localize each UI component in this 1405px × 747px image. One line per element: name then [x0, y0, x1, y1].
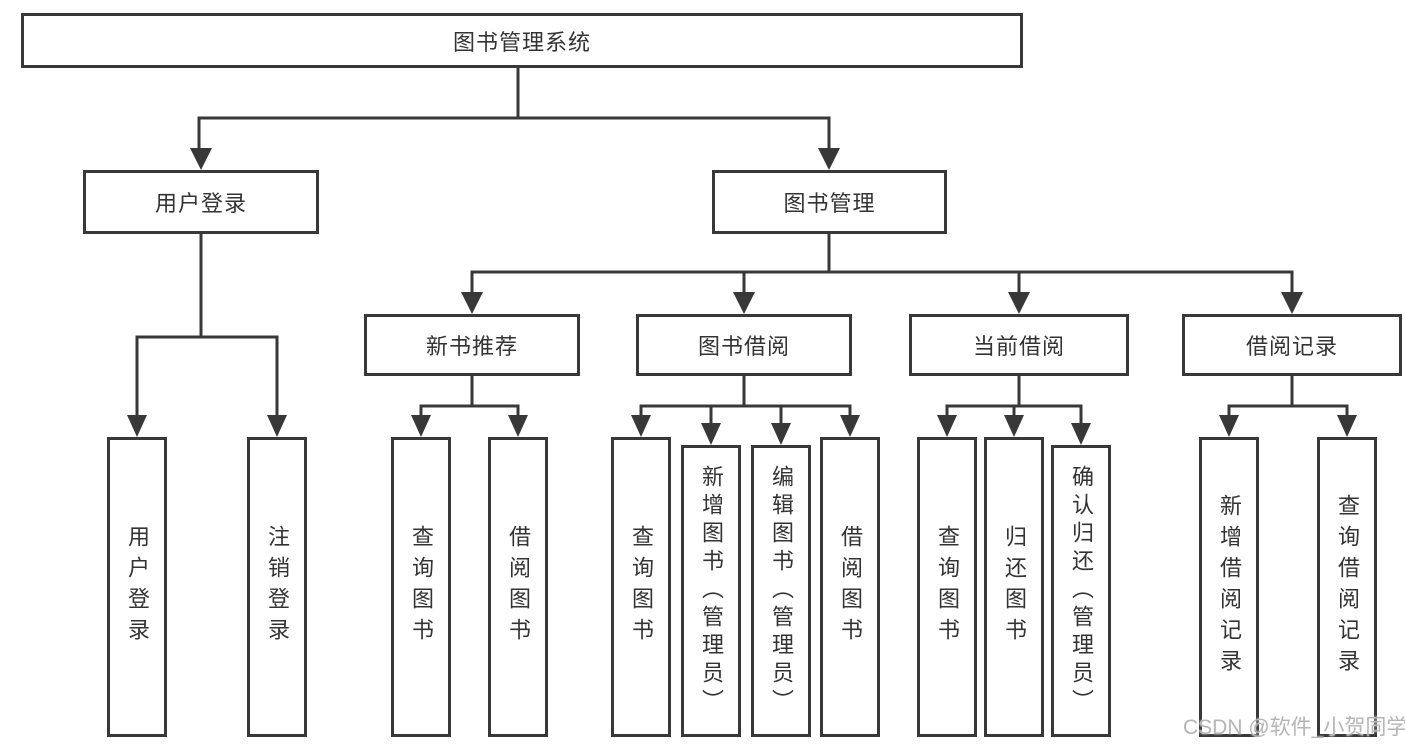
- csdn-watermark: CSDN @软件_小贺同学: [1183, 716, 1405, 739]
- node-root-system: 图书管理系统: [21, 13, 1023, 68]
- leaf-current-return-book: 归还图书: [984, 437, 1044, 737]
- node-new-book-recommendation-label: 新书推荐: [425, 334, 518, 359]
- leaf-records-query-record-label: 查询借阅记录: [1335, 494, 1360, 680]
- leaf-current-query-book: 查询图书: [917, 437, 977, 737]
- leaf-current-query-book-label: 查询图书: [935, 525, 960, 649]
- leaf-user-login-label: 用户登录: [125, 525, 150, 649]
- leaf-newbook-borrow-book: 借阅图书: [488, 437, 548, 737]
- leaf-borrow-edit-book-admin: 编辑图书（管理员）: [751, 445, 811, 737]
- node-new-book-recommendation: 新书推荐: [364, 314, 580, 376]
- leaf-borrow-query-book-label: 查询图书: [629, 525, 654, 649]
- leaf-current-confirm-return-admin: 确认归还（管理员）: [1051, 445, 1111, 737]
- leaf-borrow-query-book: 查询图书: [611, 437, 671, 737]
- leaf-borrow-add-book-admin-label: 新增图书（管理员）: [699, 465, 724, 717]
- node-book-borrowing: 图书借阅: [636, 314, 852, 376]
- leaf-newbook-query-book-label: 查询图书: [409, 525, 434, 649]
- node-root-system-label: 图书管理系统: [452, 29, 591, 55]
- leaf-newbook-borrow-book-label: 借阅图书: [506, 525, 531, 649]
- leaf-records-add-record-label: 新增借阅记录: [1217, 494, 1242, 680]
- leaf-records-query-record: 查询借阅记录: [1317, 437, 1377, 737]
- node-user-login-label: 用户登录: [154, 191, 247, 216]
- leaf-logout-label: 注销登录: [265, 525, 290, 649]
- node-user-login: 用户登录: [83, 170, 319, 234]
- leaf-borrow-edit-book-admin-label: 编辑图书（管理员）: [769, 465, 794, 717]
- node-book-management-label: 图书管理: [783, 191, 876, 216]
- node-borrowing-records: 借阅记录: [1182, 314, 1402, 376]
- leaf-borrow-borrow-book: 借阅图书: [820, 437, 880, 737]
- leaf-current-confirm-return-admin-label: 确认归还（管理员）: [1069, 465, 1094, 717]
- leaf-newbook-query-book: 查询图书: [391, 437, 451, 737]
- node-current-borrowing: 当前借阅: [909, 314, 1129, 376]
- node-current-borrowing-label: 当前借阅: [972, 334, 1065, 359]
- leaf-current-return-book-label: 归还图书: [1002, 525, 1027, 649]
- leaf-user-login: 用户登录: [107, 437, 167, 737]
- leaf-borrow-add-book-admin: 新增图书（管理员）: [681, 445, 741, 737]
- node-book-borrowing-label: 图书借阅: [697, 334, 790, 359]
- leaf-borrow-borrow-book-label: 借阅图书: [838, 525, 863, 649]
- leaf-records-add-record: 新增借阅记录: [1199, 437, 1259, 737]
- leaf-logout: 注销登录: [247, 437, 307, 737]
- node-book-management: 图书管理: [712, 170, 947, 234]
- node-borrowing-records-label: 借阅记录: [1245, 334, 1338, 359]
